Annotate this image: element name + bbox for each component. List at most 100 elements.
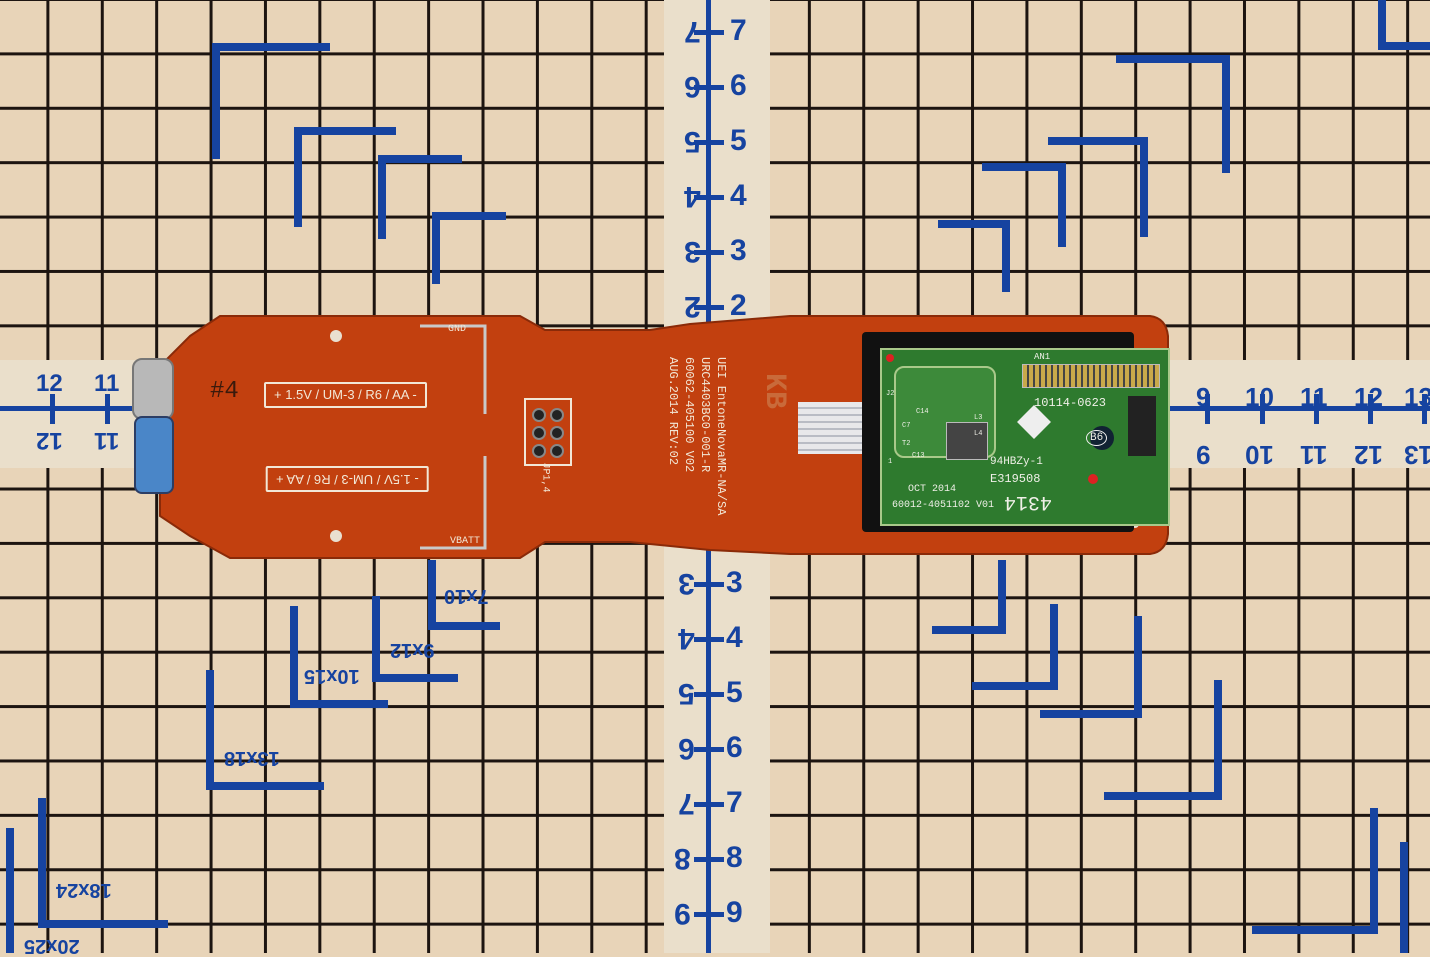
ruler-tick — [694, 802, 724, 807]
ruler-number: 9 — [726, 896, 743, 929]
ruler-tick — [694, 305, 724, 310]
ruler-tick — [50, 394, 55, 424]
ruler-number: 2 — [730, 289, 747, 322]
ruler-tick — [694, 250, 724, 255]
connector-header — [1128, 396, 1156, 456]
ruler-number-mirrored: 7 — [678, 787, 695, 820]
photo-size-corner — [1390, 842, 1408, 953]
ruler-tick — [694, 582, 724, 587]
ruler-tick — [694, 692, 724, 697]
date-code: 4314 — [1004, 490, 1053, 513]
ruler-number: 4 — [730, 179, 747, 212]
ruler-number: 7 — [726, 786, 743, 819]
size-label: 18x24 — [56, 879, 112, 901]
fiducial-marker — [1088, 474, 1098, 484]
ruler-number: 12 — [36, 370, 63, 397]
battery-label: - 1.5V / UM-3 / R6 / AA + — [266, 466, 429, 492]
battery-label: + 1.5V / UM-3 / R6 / AA - — [264, 382, 427, 408]
photo-size-corner — [932, 560, 1006, 634]
ruler-number-mirrored: 7 — [684, 15, 701, 48]
size-label: 20x25 — [24, 935, 80, 957]
ruler-number-mirrored: 4 — [684, 180, 701, 213]
size-label: 7x10 — [444, 585, 489, 607]
photo-size-corner — [294, 127, 396, 227]
rf-daughterboard: 10114-0623 AN1 94HBZy-1 E319508 OCT 2014… — [880, 348, 1170, 526]
board-date: OCT 2014 — [908, 484, 957, 495]
ruler-number-mirrored: 5 — [684, 125, 701, 158]
ruler-number: 6 — [730, 69, 747, 102]
badge-b6: B6 — [1086, 430, 1108, 446]
ruler-number: 11 — [94, 370, 120, 397]
silk-line: 60062-405100 V02 — [682, 357, 696, 473]
ruler-number: 3 — [726, 566, 743, 599]
component-label: C7 — [902, 422, 911, 430]
component-label: J2 — [886, 390, 895, 398]
ruler-number-mirrored: 11 — [1300, 440, 1328, 470]
ruler-number: 13 — [1404, 382, 1430, 412]
antenna-connector — [1022, 364, 1160, 388]
ruler-number-mirrored: 6 — [684, 70, 701, 103]
photo-size-corner — [206, 670, 324, 790]
ruler-number-mirrored: 6 — [678, 732, 695, 765]
size-label: 10x15 — [304, 665, 360, 687]
ruler-number: 11 — [1300, 382, 1328, 412]
ruler-number: 9 — [1196, 382, 1211, 412]
board-id-text: UEI EntoneNovaMR-NA/SA URC4403BC0-001-R … — [650, 350, 744, 515]
ruler-tick — [1205, 394, 1210, 424]
board-pcb-id: 60012-4051102 V01 — [892, 500, 995, 511]
ruler-number-mirrored: 12 — [1354, 440, 1383, 470]
kb-logo: KB — [757, 372, 792, 410]
ruler-number: 5 — [726, 676, 743, 709]
ruler-tick — [105, 394, 110, 424]
ruler-tick — [694, 140, 724, 145]
ruler-tick — [694, 85, 724, 90]
photo-size-corner — [6, 828, 24, 953]
jumper-header — [524, 398, 572, 466]
photo-size-corner — [372, 596, 458, 682]
ruler-number-mirrored: 11 — [94, 427, 120, 454]
component-label: C13 — [912, 452, 925, 460]
ruler-number-mirrored: 13 — [1404, 440, 1430, 470]
ruler-number: 12 — [1354, 382, 1383, 412]
photo-size-corner — [982, 163, 1066, 247]
ruler-number-mirrored: 4 — [678, 622, 695, 655]
ul-file-number: E319508 — [990, 472, 1041, 486]
ruler-number-mirrored: 5 — [678, 677, 695, 710]
ruler-number: 8 — [726, 841, 743, 874]
ruler-tick — [694, 857, 724, 862]
ruler-number: 7 — [730, 14, 747, 47]
ruler-number-mirrored: 8 — [674, 842, 691, 875]
photo-size-corner — [1040, 616, 1142, 718]
ruler-number: 5 — [730, 124, 747, 157]
photo-size-corner — [1104, 680, 1222, 800]
component-label: L3 — [974, 414, 983, 422]
component-label: T2 — [902, 440, 911, 448]
ruler-number-mirrored: 3 — [678, 567, 695, 600]
photo-size-corner — [972, 604, 1058, 690]
ruler-number-mirrored: 9 — [1196, 440, 1211, 470]
size-label: 9x12 — [390, 639, 435, 661]
ruler-number: 4 — [726, 621, 743, 654]
ruler-tick — [694, 912, 724, 917]
ruler-number-mirrored: 9 — [674, 897, 691, 930]
ruler-tick — [1260, 394, 1265, 424]
ruler-number-mirrored: 10 — [1245, 440, 1274, 470]
component-label: C14 — [916, 408, 929, 416]
ruler-number-mirrored: 12 — [36, 427, 63, 454]
photo-size-corner — [212, 43, 330, 159]
ul-mark: 94HBZy-1 — [990, 456, 1043, 468]
crystal-component — [132, 358, 174, 420]
silk-line: AUG.2014 REV:02 — [666, 357, 680, 466]
photo-size-corner — [432, 212, 506, 284]
fiducial-marker — [886, 354, 894, 362]
size-label: 13x18 — [224, 747, 280, 769]
ruler-tick — [1368, 394, 1373, 424]
antenna-label: AN1 — [1034, 352, 1051, 362]
photo-size-corner — [1048, 137, 1148, 237]
ruler-tick — [694, 747, 724, 752]
ruler-tick — [694, 30, 724, 35]
photo-size-corner — [1116, 55, 1230, 173]
component-label: 1 — [888, 458, 893, 466]
ruler-tick — [1422, 394, 1427, 424]
